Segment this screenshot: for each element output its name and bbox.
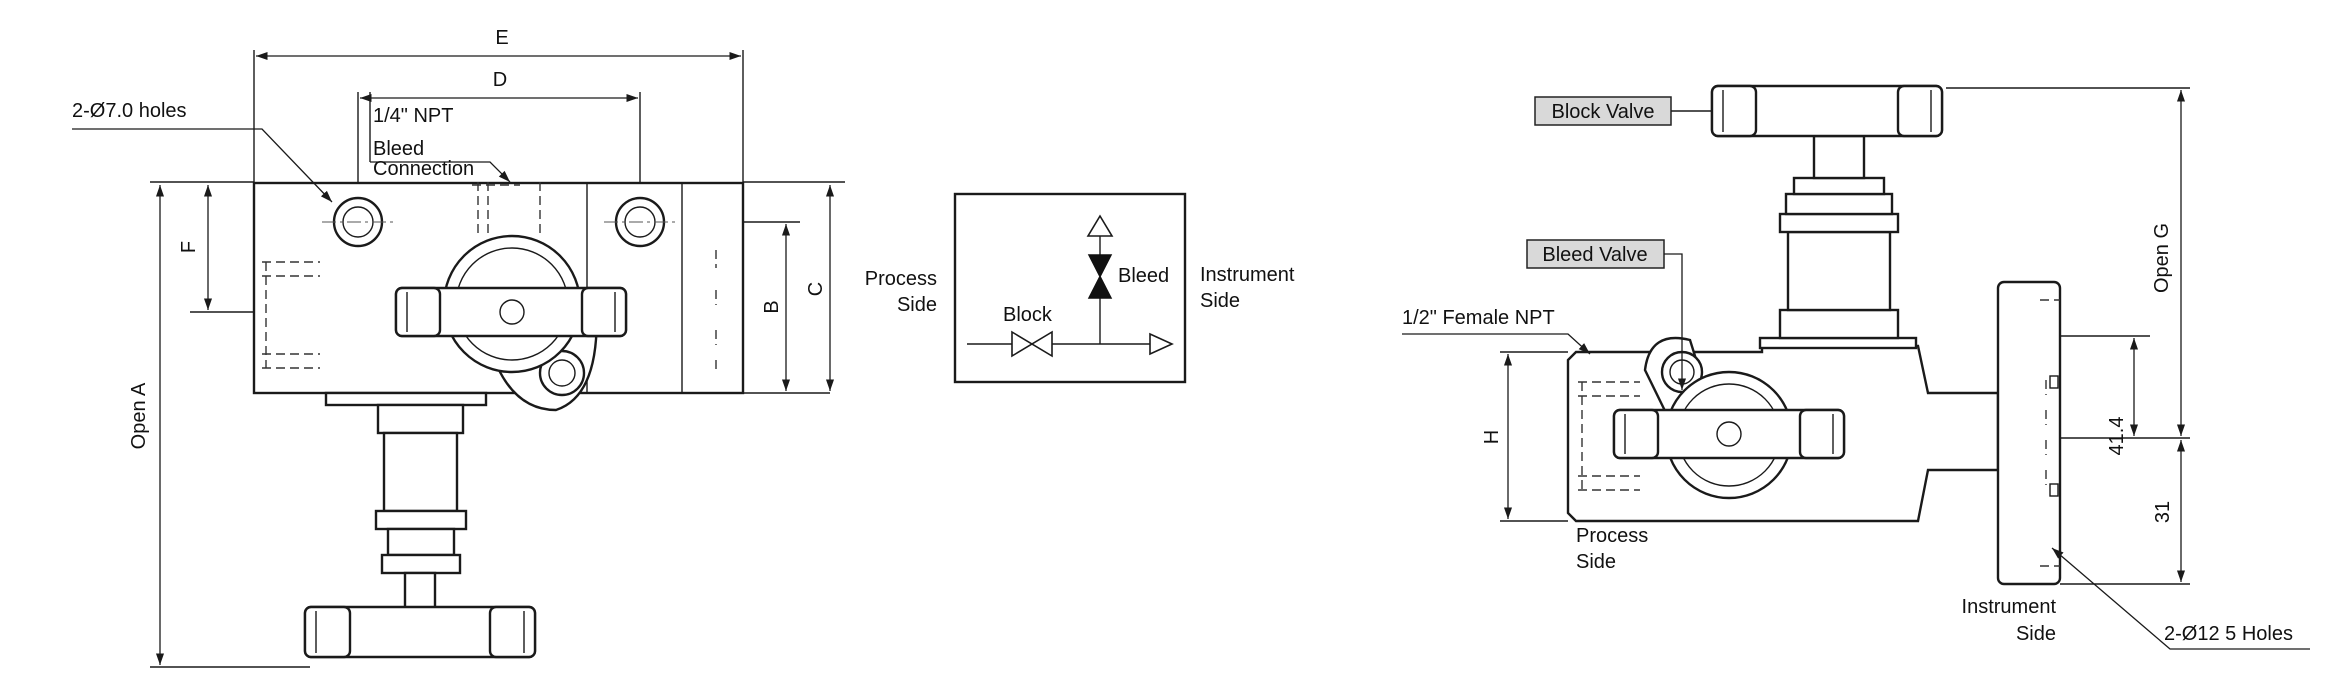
schematic-block-label: Block [1003, 304, 1053, 326]
schematic-instrument-line1: Instrument [1200, 264, 1295, 286]
svg-text:Block Valve: Block Valve [1551, 101, 1654, 123]
dim-d-label: D [493, 69, 507, 91]
process-side-line1: Process [1576, 525, 1648, 547]
holes-callout-side: 2-Ø12 5 Holes [2164, 623, 2293, 645]
mounting-hole-right [604, 196, 676, 248]
dim-open-a-label: Open A [128, 382, 150, 449]
block-valve-handle [1710, 84, 1944, 138]
holes-callout-front: 2-Ø7.0 holes [72, 100, 187, 122]
instrument-flange [1996, 280, 2062, 586]
front-view: E D 2-Ø7.0 holes 1/4" NPT Bleed Connecti… [72, 27, 845, 668]
bleed-valve-tag: Bleed Valve [1526, 239, 1687, 390]
dim-f-label: F [178, 241, 200, 253]
instrument-side-line1: Instrument [1962, 596, 2057, 618]
dim-open-g-label: Open G [2151, 223, 2173, 293]
dim-e-label: E [495, 27, 508, 49]
dim-b-label: B [761, 300, 783, 313]
bleed-valve-handle [1612, 408, 1846, 460]
block-valve-symbol [1011, 330, 1053, 358]
block-valve-tag: Block Valve [1534, 96, 1712, 126]
bleed-connection-line1: Bleed [373, 138, 424, 160]
svg-text:Bleed Valve: Bleed Valve [1542, 244, 1647, 266]
dim-31-label: 31 [2152, 501, 2174, 523]
front-valve-handle [394, 286, 628, 338]
mounting-hole-left [322, 196, 396, 248]
npt-callout: 1/4" NPT [373, 105, 453, 127]
schematic-instrument-line2: Side [1200, 290, 1240, 312]
female-npt-callout: 1/2" Female NPT [1402, 307, 1555, 329]
instrument-side-line2: Side [2016, 623, 2056, 645]
bleed-valve-symbol [1087, 254, 1113, 299]
schematic-process-line1: Process [865, 268, 937, 290]
dim-h-label: H [1481, 430, 1503, 444]
bleed-connection-line2: Connection [373, 158, 474, 180]
schematic-frame [953, 192, 1187, 384]
dim-41-4-label: 41.4 [2106, 417, 2128, 456]
dim-c-label: C [805, 282, 827, 296]
valve-schematic: Process Side Instrument Side Block Bleed [865, 192, 1295, 384]
schematic-process-line2: Side [897, 294, 937, 316]
side-view: Block Valve Bleed Valve Open G 41.4 31 H… [1402, 84, 2310, 650]
schematic-bleed-label: Bleed [1118, 265, 1169, 287]
front-bottom-handle [303, 605, 537, 659]
process-side-line2: Side [1576, 551, 1616, 573]
